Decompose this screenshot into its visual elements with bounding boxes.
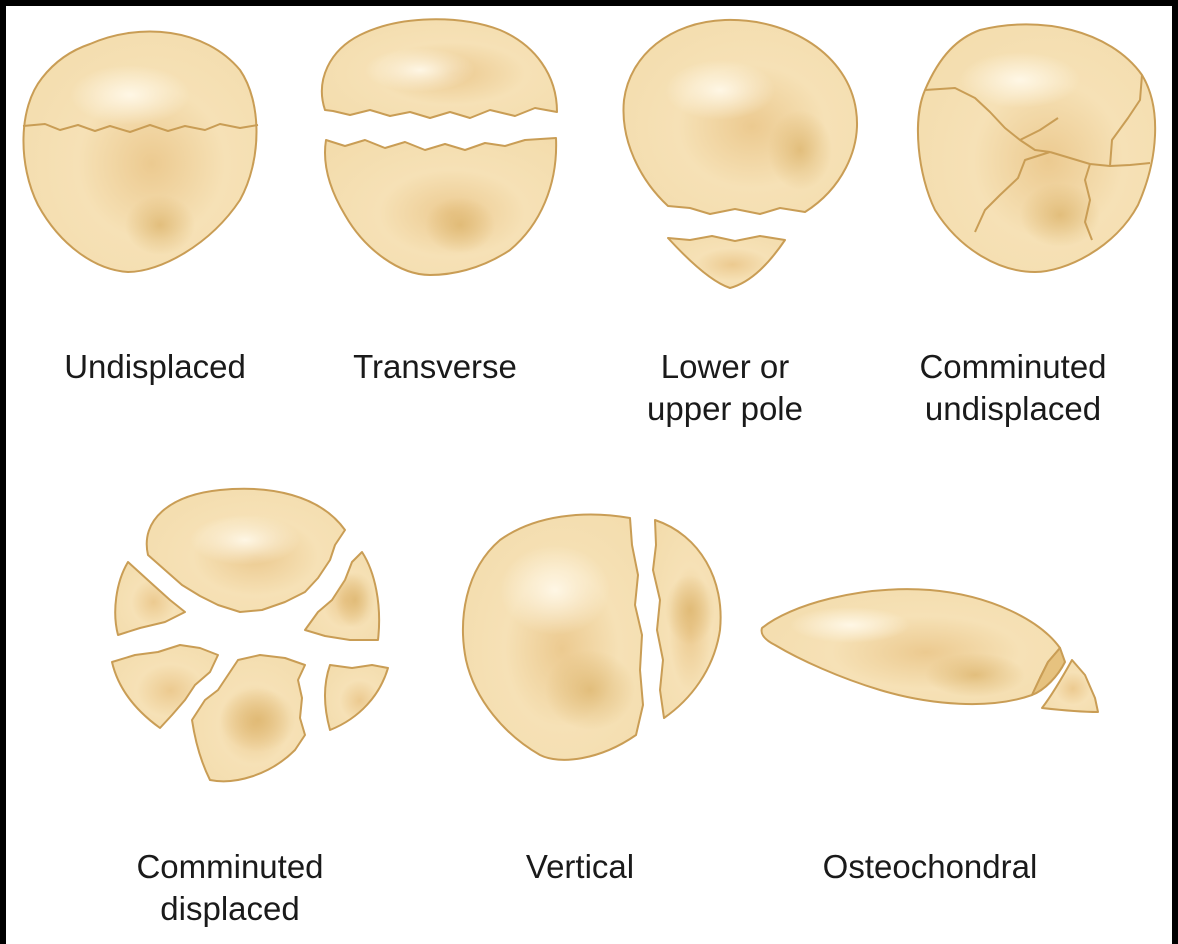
- label-comminuted-undisplaced: Comminuted undisplaced: [868, 346, 1158, 430]
- patella-vertical-icon: [463, 514, 721, 759]
- label-transverse: Transverse: [290, 346, 580, 388]
- label-vertical: Vertical: [435, 846, 725, 888]
- patella-comminuted-displaced-icon: [112, 489, 388, 781]
- patella-pole-icon: [623, 20, 856, 288]
- label-undisplaced: Undisplaced: [10, 346, 300, 388]
- label-pole: Lower or upper pole: [580, 346, 870, 430]
- patella-osteochondral-icon: [762, 589, 1098, 712]
- label-comminuted-displaced: Comminuted displaced: [85, 846, 375, 930]
- patella-undisplaced-icon: [23, 31, 258, 272]
- patella-transverse-icon: [322, 19, 557, 275]
- patella-comminuted-undisplaced-icon: [918, 24, 1155, 272]
- label-osteochondral: Osteochondral: [785, 846, 1075, 888]
